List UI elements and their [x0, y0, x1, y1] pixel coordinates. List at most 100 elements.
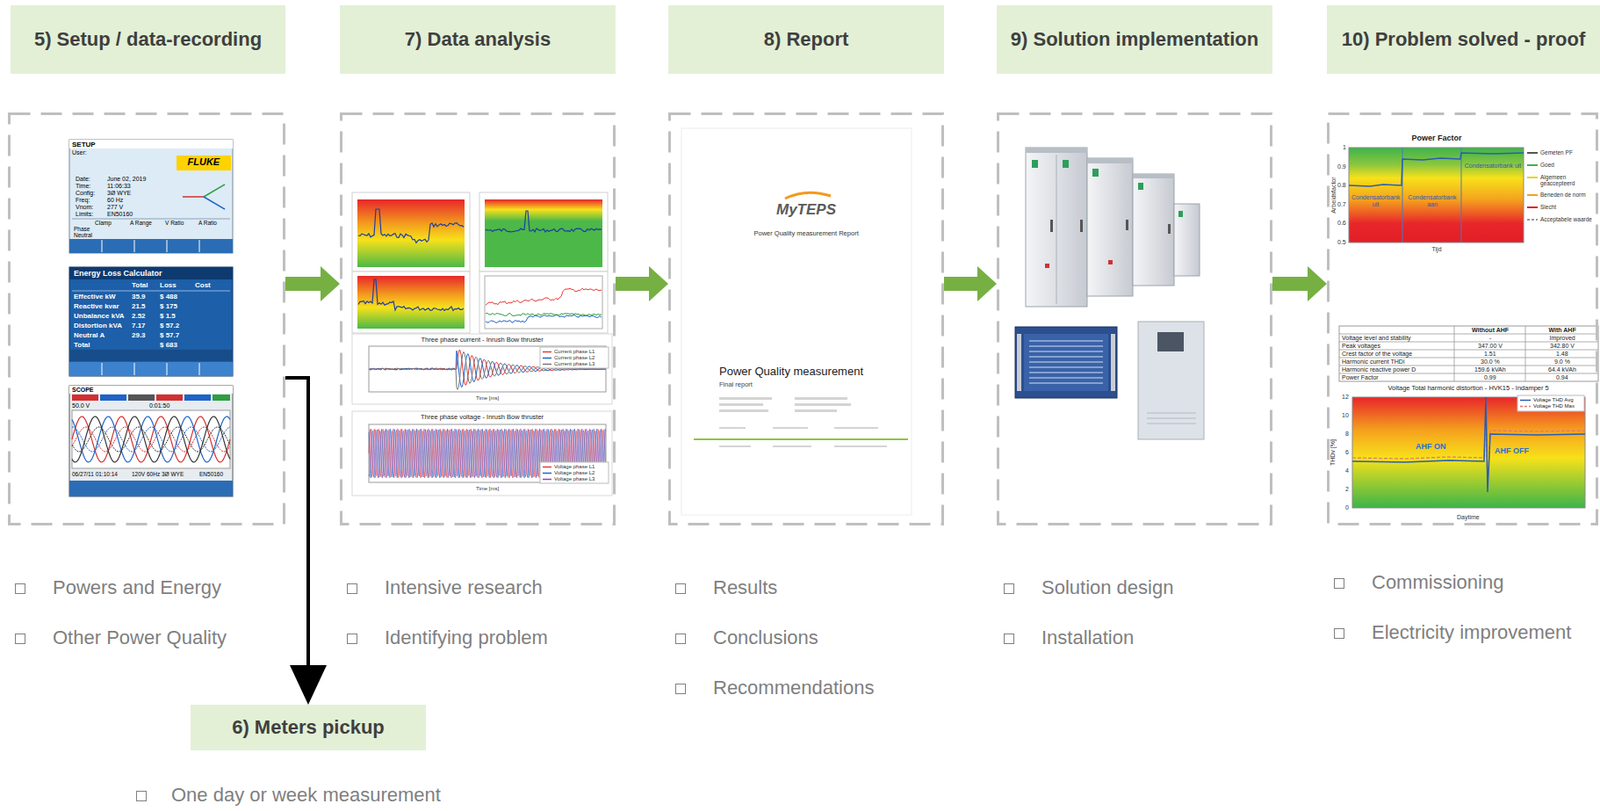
bullet-box [136, 790, 147, 801]
table-head: Clamp [94, 219, 112, 226]
voltage-trace [368, 428, 606, 478]
scope-plot [72, 410, 231, 469]
table-head: Loss [159, 281, 177, 289]
chart-legend-box [540, 461, 609, 483]
phasor [203, 184, 225, 197]
screen-text: Freq: [75, 196, 90, 204]
thd-max-line [1352, 400, 1586, 489]
chart-annotation: Condensatorbank uit [1351, 194, 1400, 209]
axis-title: Arbeidsfactor [1329, 176, 1337, 213]
legend-text: Voltage phase L1 [554, 463, 595, 470]
chart-frame [352, 192, 470, 272]
trend-line [485, 288, 602, 305]
cabinet-vents [1146, 412, 1197, 424]
table-cell: Crest factor of the voltage [1341, 350, 1413, 358]
bullet-text: Electricity improvement [1371, 620, 1572, 644]
tick-label: 0.8 [1337, 181, 1347, 189]
report-title: Power Quality measurement [719, 365, 864, 379]
legend-text: Algemeen geaccepteerd [1540, 173, 1597, 188]
screen-text: SETUP [72, 140, 96, 149]
logo-plate [176, 155, 231, 171]
screen-value: EN50160 [107, 210, 133, 218]
table-cell: Voltage level and stability [1341, 334, 1412, 342]
trend-line [485, 313, 602, 317]
cabinet-sticker [1108, 259, 1113, 265]
channel-tag [128, 394, 155, 401]
button-dividers [101, 362, 200, 375]
table-head: Cost [194, 281, 211, 289]
voltage-waves [368, 428, 606, 478]
process-panel: 9) Solution implementationSolution desig… [996, 112, 1273, 526]
connector [944, 266, 997, 302]
detail-line [794, 409, 837, 412]
table-frame [1339, 325, 1599, 382]
chart-title: Three phase current - Inrush Bow thruste… [421, 336, 544, 345]
table-cell: Neutral [73, 231, 93, 238]
bullet-text: Other Power Quality [52, 626, 227, 649]
legend-sample [542, 363, 552, 366]
table-cell: 7.17 [131, 321, 146, 330]
chart-plot [357, 275, 465, 329]
pf-line [1348, 152, 1524, 187]
legend-text: Current phase L3 [554, 360, 595, 368]
table-cell: 29.3 [131, 331, 146, 339]
legend-sample [542, 357, 552, 360]
bullet-box [1333, 627, 1345, 639]
phasor [182, 195, 204, 198]
legend-sample [1527, 176, 1538, 179]
current-wave [72, 426, 231, 452]
chart-legend-box [1517, 395, 1585, 411]
chart-plot [1348, 147, 1524, 243]
chart-frame [352, 410, 613, 496]
axis-title: Time [ms] [475, 395, 499, 402]
connector [285, 377, 327, 705]
bullet-box [1003, 583, 1015, 594]
trend-line [485, 210, 602, 232]
bullet-text: Conclusions [713, 626, 819, 649]
current-waves [368, 349, 606, 390]
table-cell: - [1489, 334, 1492, 342]
tick-label: 1 [1342, 144, 1347, 152]
step-title: 9) Solution implementation [1010, 28, 1259, 51]
cabinet-sticker [1092, 168, 1099, 177]
channel-tag [72, 394, 99, 401]
rack-handle [1110, 333, 1116, 391]
bullet-text: Solution design [1041, 576, 1174, 599]
screen-text: Vnom: [75, 203, 94, 211]
legend-text: Voltage phase L3 [554, 475, 595, 483]
report-rule [693, 438, 909, 440]
bullet-text: Recommendations [713, 676, 874, 700]
table-rule [72, 218, 231, 220]
tick-label: 10 [1341, 411, 1349, 419]
channel-tag [100, 394, 127, 401]
bullet-text: Identifying problem [384, 626, 548, 649]
screen-value: 60 Hz [107, 196, 123, 204]
connector [1272, 266, 1327, 302]
screen-value: 3Ø WYE [107, 189, 131, 197]
chart-legend-box [540, 346, 609, 368]
button-dividers [101, 239, 200, 253]
table-cell: 1.51 [1484, 350, 1497, 358]
screen-value: 277 V [107, 203, 123, 211]
step-title: 8) Report [763, 28, 850, 51]
meter-screen [69, 385, 233, 497]
dashed-outline [1328, 114, 1598, 525]
report-page [681, 128, 912, 515]
table-cell: $ 488 [159, 292, 178, 301]
connector [285, 266, 340, 302]
tick-label: 6 [1345, 448, 1349, 456]
bullet-text: Intensive research [384, 576, 543, 599]
scope-waves [72, 416, 231, 462]
table-cell: Unbalance kVA [73, 311, 125, 320]
bullet-text: Commissioning [1371, 570, 1504, 594]
legend-sample [1527, 218, 1538, 221]
cabinet-handle [1080, 219, 1083, 232]
bullet-box [675, 683, 686, 694]
detail-line [719, 403, 764, 406]
axis-title: Tijd [1432, 245, 1442, 253]
table-grid [1339, 325, 1599, 382]
axis-title: Daytime [1456, 513, 1480, 521]
cabinet-top [1087, 158, 1133, 164]
table-head: Without AHF [1471, 326, 1509, 334]
